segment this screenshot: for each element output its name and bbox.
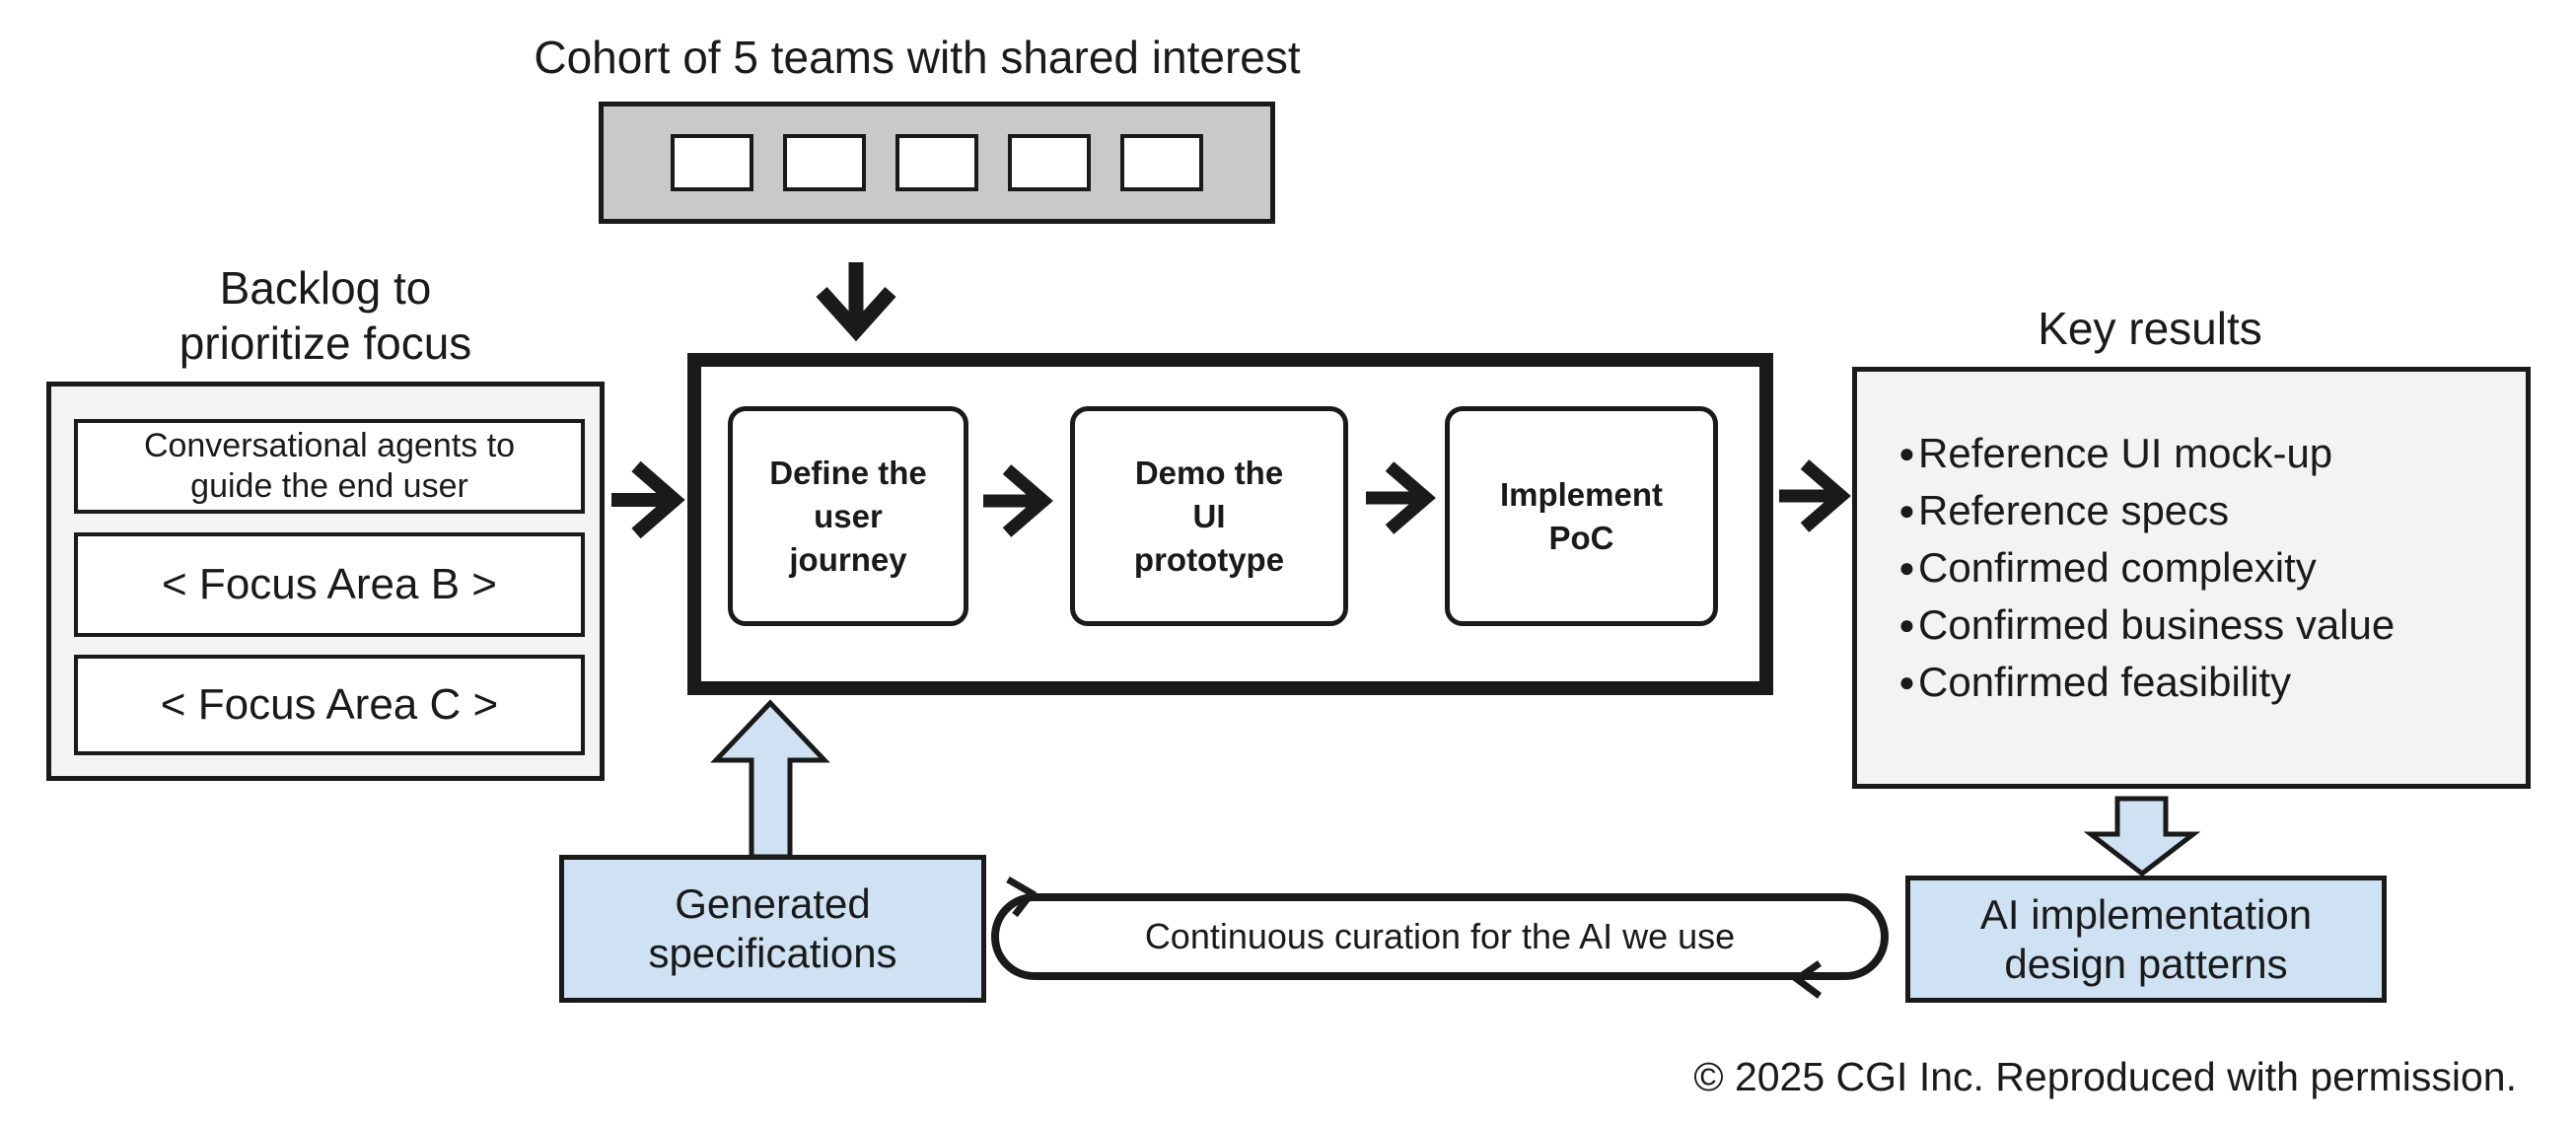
key-results-title: Key results (2038, 303, 2262, 354)
cohort-box (599, 102, 1275, 224)
backlog-panel: Conversational agents to guide the end u… (46, 382, 605, 781)
generated-specifications-label: Generated specifications (648, 880, 897, 976)
key-result-label: Reference specs (1918, 487, 2230, 533)
team-box (671, 134, 753, 191)
arrow-right-backlog-to-process-icon (611, 460, 685, 539)
backlog-item-conversational-agents: Conversational agents to guide the end u… (74, 419, 585, 514)
key-result-row: ● Confirmed business value (1857, 597, 2526, 654)
cohort-title: Cohort of 5 teams with shared interest (534, 32, 1301, 83)
copyright-text: © 2025 CGI Inc. Reproduced with permissi… (1693, 1054, 2517, 1099)
ai-implementation-design-patterns-label: AI implementation design patterns (1979, 890, 2313, 987)
bullet-icon: ● (1898, 552, 1915, 583)
key-result-row: ● Confirmed complexity (1857, 539, 2526, 597)
key-result-row: ● Reference specs (1857, 482, 2526, 539)
backlog-item-focus-area-c: < Focus Area C > (74, 655, 585, 755)
key-result-row: ● Reference UI mock-up (1857, 425, 2526, 482)
backlog-item-label: < Focus Area C > (160, 680, 499, 729)
team-box (1008, 134, 1091, 191)
continuous-curation-label: Continuous curation for the AI we use (1144, 916, 1736, 956)
key-result-row: ● Confirmed feasibility (1857, 654, 2526, 711)
key-result-label: Confirmed feasibility (1918, 659, 2292, 705)
ai-implementation-design-patterns-box: AI implementation design patterns (1905, 876, 2387, 1003)
continuous-curation-loop-pill: Continuous curation for the AI we use (991, 893, 1889, 980)
process-step-define-user-journey: Define the user journey (728, 406, 968, 626)
process-step-label: Implement PoC (1499, 475, 1664, 556)
key-result-label: Confirmed business value (1918, 601, 2396, 648)
key-results-panel: ● Reference UI mock-up ● Reference specs… (1852, 367, 2531, 789)
block-arrow-down-results-to-patterns-icon (2083, 796, 2201, 878)
process-step-label: Demo the UI prototype (1133, 454, 1285, 578)
backlog-item-focus-area-b: < Focus Area B > (74, 532, 585, 637)
process-step-implement-poc: Implement PoC (1445, 406, 1718, 626)
key-result-label: Reference UI mock-up (1918, 430, 2333, 476)
key-result-label: Confirmed complexity (1918, 544, 2317, 591)
backlog-item-label: < Focus Area B > (162, 560, 497, 608)
block-arrow-up-specs-to-process-icon (710, 699, 830, 860)
generated-specifications-box: Generated specifications (559, 855, 986, 1003)
arrow-down-cohort-to-process-icon (816, 262, 896, 342)
backlog-item-label: Conversational agents to guide the end u… (143, 427, 516, 505)
bullet-icon: ● (1898, 667, 1915, 697)
bullet-icon: ● (1898, 438, 1915, 468)
arrow-right-process-to-key-results-icon (1779, 459, 1851, 532)
bullet-icon: ● (1898, 495, 1915, 526)
process-step-demo-ui-prototype: Demo the UI prototype (1070, 406, 1348, 626)
team-box (1120, 134, 1203, 191)
backlog-title: Backlog to prioritize focus (179, 262, 472, 369)
process-step-label: Define the user journey (769, 454, 927, 578)
team-box (783, 134, 866, 191)
team-box (895, 134, 978, 191)
bullet-icon: ● (1898, 609, 1915, 640)
